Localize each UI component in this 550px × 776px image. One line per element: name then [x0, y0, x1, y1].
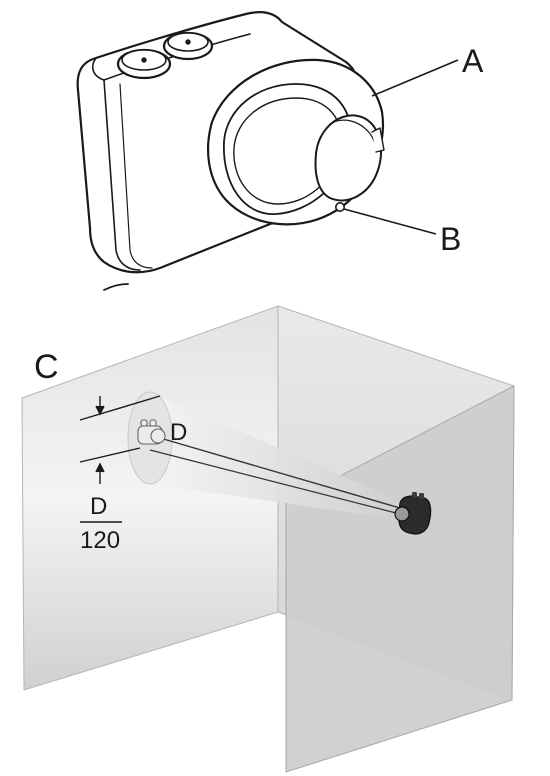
sight-line-top — [159, 437, 401, 509]
led-indicator — [334, 202, 345, 213]
callout-lines — [343, 59, 459, 235]
dimension-line-bottom — [79, 447, 141, 463]
dimension-arrow-bottom-head — [95, 462, 105, 473]
lens-glass — [314, 114, 383, 202]
dimension-arrow-top-head — [95, 405, 105, 416]
target-camera — [137, 419, 166, 445]
lens-glass-clip — [371, 127, 385, 153]
cut-edge — [103, 283, 129, 291]
label-d: D — [170, 419, 187, 446]
mounted-camera — [394, 492, 432, 535]
callout-line-a — [371, 59, 459, 97]
top-button-left — [116, 48, 172, 80]
field-of-view-beam — [131, 392, 404, 520]
dimension-marker — [79, 395, 161, 523]
dimension-line-top — [79, 395, 161, 421]
top-button-right — [162, 31, 214, 61]
label-b: B — [440, 221, 461, 257]
callout-line-b — [343, 208, 437, 235]
left-wall — [21, 305, 279, 691]
label-c: C — [34, 348, 59, 386]
camera-top-rim — [91, 57, 105, 81]
sight-line-bottom — [149, 449, 401, 515]
camera-illustration — [76, 11, 385, 291]
fraction-denominator: 120 — [80, 527, 120, 554]
room-illustration — [21, 305, 515, 773]
label-a: A — [462, 43, 484, 79]
fraction-numerator: D — [90, 493, 107, 520]
camera-body-side-line — [119, 83, 153, 269]
